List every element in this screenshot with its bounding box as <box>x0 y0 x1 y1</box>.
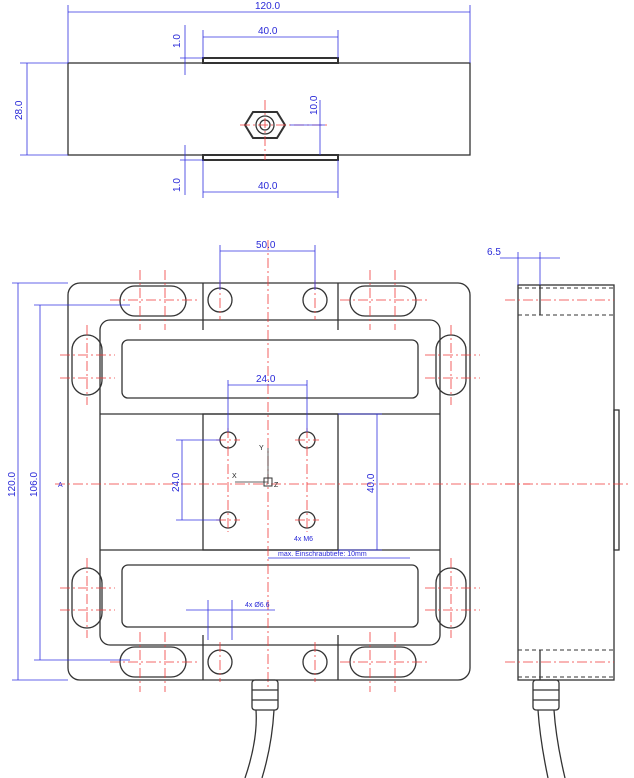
dim-overall-height: 120.0 <box>7 472 18 497</box>
base-plate <box>67 282 471 681</box>
through-holes <box>207 287 328 675</box>
dim-pad-thickness-top: 1.0 <box>172 34 183 48</box>
side-body <box>517 284 615 681</box>
side-view: 6.5 <box>487 247 630 778</box>
dim-side-offset: 6.5 <box>487 247 501 258</box>
m6-holes <box>219 431 316 529</box>
dim-pad-width-bottom: 40.0 <box>258 181 278 192</box>
axis-z-label: Z <box>274 482 279 489</box>
cable-gland-icon <box>532 679 566 778</box>
bottom-pad <box>202 154 339 161</box>
dim-hole-pitch: 106.0 <box>29 472 40 497</box>
bottom-slot <box>121 564 419 628</box>
side-pad <box>613 409 620 551</box>
dim-m6-spacing-y: 24.0 <box>171 472 182 492</box>
axis-x-label: X <box>232 473 237 480</box>
dim-height: 28.0 <box>14 100 25 120</box>
thread-note: 4x M6 <box>294 536 313 543</box>
through-hole-note: 4x Ø6.6 <box>245 602 270 609</box>
inner-frame <box>99 319 441 646</box>
cable-gland-icon <box>244 679 279 778</box>
dim-pad-width-top: 40.0 <box>258 26 278 37</box>
coordinate-axes-icon: X Y Z <box>232 445 279 489</box>
top-view: 120.0 1.0 40.0 28.0 10.0 1.0 40.0 <box>14 1 471 198</box>
front-view: X Y Z A 50.0 24.0 24.0 40.0 120.0 106.0 … <box>7 240 530 778</box>
dim-hole-spacing: 50.0 <box>256 240 276 251</box>
dim-m6-spacing-x: 24.0 <box>256 374 276 385</box>
dim-center-block: 40.0 <box>366 473 377 493</box>
depth-note: max. Einschraubtiefe: 10mm <box>278 551 367 558</box>
top-view-body <box>67 62 471 156</box>
top-slot <box>121 339 419 399</box>
datum-label: A <box>58 482 63 489</box>
axis-y-label: Y <box>259 445 264 452</box>
dim-top-width: 120.0 <box>255 1 280 12</box>
centerlines <box>55 240 530 692</box>
dim-gland-offset: 10.0 <box>309 95 320 115</box>
mounting-slots <box>71 285 467 678</box>
center-block <box>202 413 339 551</box>
dim-pad-thickness-bottom: 1.0 <box>172 178 183 192</box>
top-pad <box>202 57 339 64</box>
